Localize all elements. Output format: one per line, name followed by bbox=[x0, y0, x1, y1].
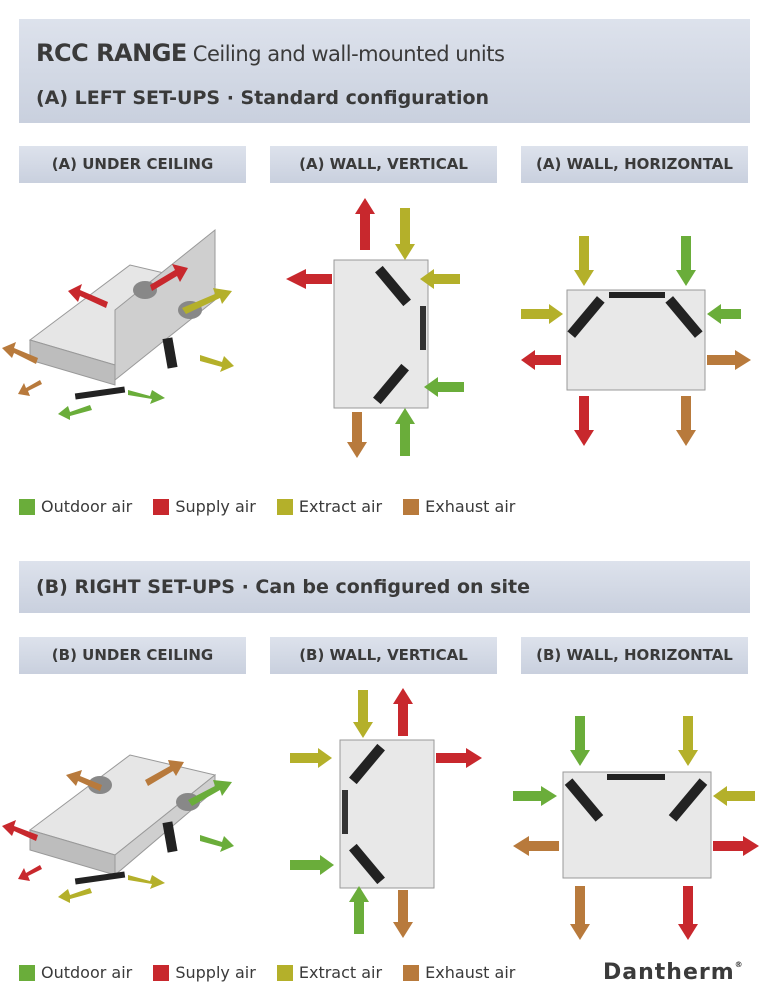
legend-a: Outdoor air Supply air Extract air Exhau… bbox=[19, 497, 531, 519]
dantherm-logo: Dantherm® bbox=[603, 960, 744, 985]
extract-swatch bbox=[276, 498, 293, 515]
diagram-a-wall-horizontal bbox=[521, 236, 751, 446]
diagram-a-under-ceiling bbox=[2, 228, 234, 420]
diagram-a-wall-vertical bbox=[286, 198, 464, 458]
diagram-b-wall-vertical bbox=[290, 688, 482, 938]
legend-item-exhaust: Exhaust air bbox=[403, 963, 515, 982]
panel-a-wall-horizontal-title: (A) WALL, HORIZONTAL bbox=[521, 146, 748, 183]
legend-item-exhaust: Exhaust air bbox=[403, 497, 515, 516]
extract-swatch bbox=[276, 964, 293, 981]
panel-a-wall-vertical-title: (A) WALL, VERTICAL bbox=[270, 146, 497, 183]
outdoor-swatch bbox=[19, 964, 35, 981]
legend-item-extract: Extract air bbox=[276, 497, 382, 516]
panel-b-under-ceiling-title: (B) UNDER CEILING bbox=[19, 637, 246, 674]
legend-item-outdoor: Outdoor air bbox=[19, 497, 132, 516]
diagram-b-under-ceiling bbox=[2, 754, 234, 903]
exhaust-swatch bbox=[403, 964, 420, 981]
section-b-title: (B) RIGHT SET-UPS · Can be configured on… bbox=[36, 576, 530, 598]
legend-item-extract: Extract air bbox=[276, 963, 382, 982]
legend-item-supply: Supply air bbox=[153, 963, 256, 982]
panel-a-under-ceiling-title: (A) UNDER CEILING bbox=[19, 146, 246, 183]
section-b-banner: (B) RIGHT SET-UPS · Can be configured on… bbox=[19, 561, 750, 613]
diagram-b-wall-horizontal bbox=[513, 716, 759, 940]
panel-b-wall-horizontal-title: (B) WALL, HORIZONTAL bbox=[521, 637, 748, 674]
outdoor-swatch bbox=[19, 498, 35, 515]
legend-item-supply: Supply air bbox=[153, 497, 256, 516]
exhaust-swatch bbox=[403, 498, 420, 515]
panel-b-wall-vertical-title: (B) WALL, VERTICAL bbox=[270, 637, 497, 674]
legend-item-outdoor: Outdoor air bbox=[19, 963, 132, 982]
legend-b: Outdoor air Supply air Extract air Exhau… bbox=[19, 963, 531, 985]
supply-swatch bbox=[153, 964, 170, 981]
page-subtitle: Ceiling and wall-mounted units bbox=[192, 42, 505, 66]
supply-swatch bbox=[153, 498, 170, 515]
section-a-title: (A) LEFT SET-UPS · Standard configuratio… bbox=[36, 87, 490, 109]
